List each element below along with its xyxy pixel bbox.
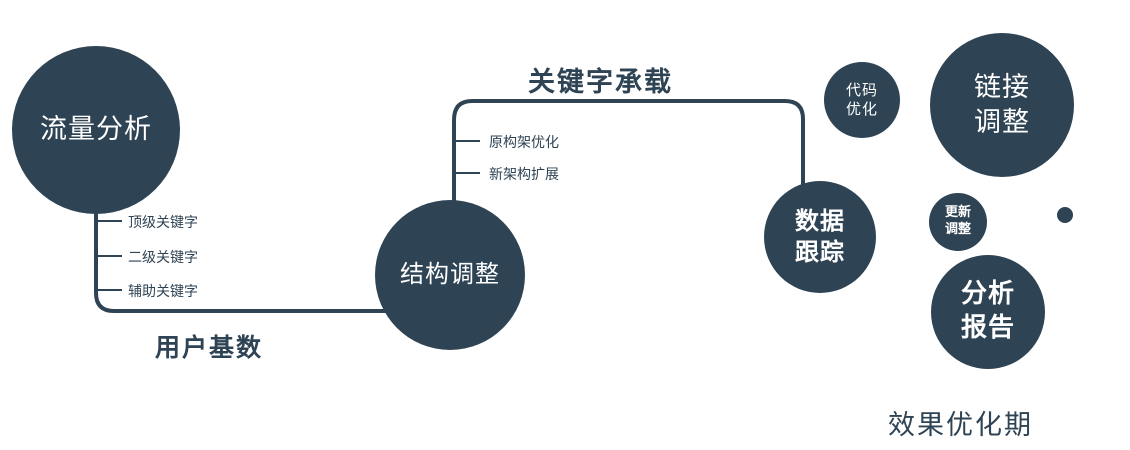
node-structure-adjustment: 结构调整	[375, 200, 525, 350]
node-label: 结构调整	[400, 260, 500, 289]
node-label-line2: 报告	[960, 313, 1015, 343]
branch-label-arch-optimize: 原构架优化	[489, 135, 559, 151]
node-label-line1: 更新	[944, 205, 971, 221]
node-label-line1: 代码	[845, 80, 878, 99]
edge-traffic-to-structure	[94, 150, 445, 313]
node-data-tracking: 数据 跟踪	[764, 181, 876, 293]
node-label-line1: 数据	[795, 206, 845, 235]
bullet-dot	[1057, 207, 1073, 223]
node-code-optimization: 代码 优化	[824, 62, 900, 138]
edge-label-user-base: 用户基数	[155, 333, 264, 362]
branch-label-second-keywords: 二级关键字	[128, 250, 198, 266]
branch-label-top-keywords: 顶级关键字	[128, 215, 198, 231]
caption-effect-optimization-period: 效果优化期	[888, 410, 1033, 441]
node-label-line1: 链接	[974, 71, 1030, 103]
node-label-line2: 跟踪	[795, 238, 845, 266]
node-label: 流量分析	[40, 114, 152, 146]
node-label-line1: 分析	[960, 279, 1015, 310]
node-traffic-analysis: 流量分析	[12, 46, 180, 214]
branch-label-aux-keywords: 辅助关键字	[128, 284, 198, 300]
edge-structure-to-data	[452, 99, 805, 255]
node-update-adjustment: 更新 调整	[929, 193, 987, 251]
node-label-line2: 调整	[974, 107, 1030, 138]
branch-label-arch-expand: 新架构扩展	[489, 167, 559, 183]
node-analysis-report: 分析 报告	[931, 255, 1045, 369]
node-label-line2: 调整	[944, 222, 971, 237]
edge-label-keyword-carrying: 关键字承载	[528, 67, 673, 98]
node-link-adjustment: 链接 调整	[930, 33, 1074, 177]
node-label-line2: 优化	[845, 100, 878, 118]
